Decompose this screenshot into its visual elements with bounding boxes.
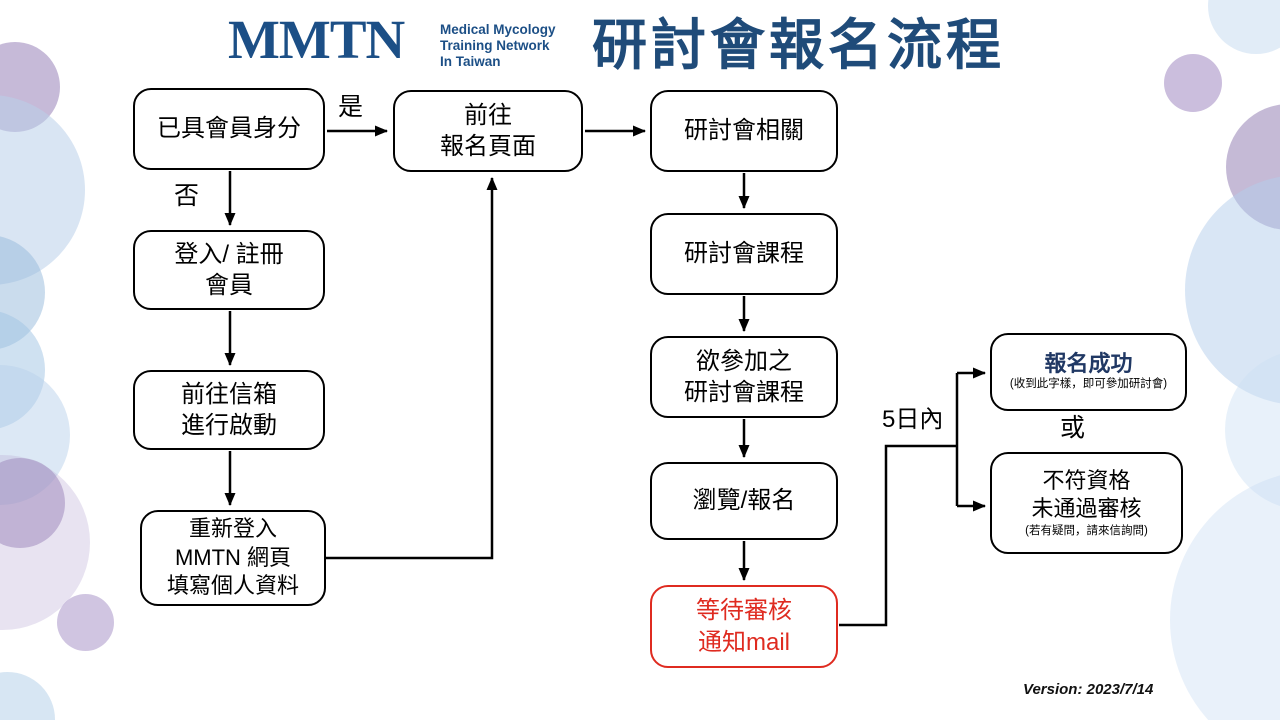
node-seminar-courses: 研討會課程: [650, 213, 838, 295]
node-line: 會員: [205, 272, 253, 299]
node-line: 登入/ 註冊: [174, 240, 284, 268]
page-title: 研討會報名流程: [592, 14, 1006, 76]
node-line: 研討會課程: [684, 240, 804, 268]
node-member-status: 已具會員身分: [133, 88, 325, 170]
node-line: 等待審核: [696, 597, 792, 625]
node-line: 未通過審核: [1031, 496, 1142, 522]
node-browse-register: 瀏覽/報名: [650, 462, 838, 540]
node-line: 進行啟動: [181, 412, 277, 439]
node-line: 瀏覽/報名: [692, 487, 796, 515]
node-mailbox-activation: 前往信箱 進行啟動: [133, 370, 325, 450]
node-line: 研討會課程: [684, 379, 804, 406]
node-not-qualified: 不符資格 未通過審核 (若有疑問，請來信詢問): [990, 452, 1183, 554]
node-login-register: 登入/ 註冊 會員: [133, 230, 325, 310]
logo-subtitle-line: In Taiwan: [440, 54, 501, 70]
node-registration-success: 報名成功 (收到此字樣，即可參加研討會): [990, 333, 1187, 411]
node-line: 不符資格: [1042, 467, 1131, 493]
node-line: 已具會員身分: [157, 115, 301, 143]
node-line: 欲參加之: [696, 347, 792, 375]
background-circle: [1164, 54, 1222, 112]
node-line: 填寫個人資料: [166, 573, 299, 599]
node-note: (若有疑問，請來信詢問): [1025, 524, 1148, 537]
mmtn-logo: MMTN: [228, 9, 405, 70]
edge-label-within-5-days: 5日內: [882, 406, 944, 433]
version-label: Version: 2023/7/14: [1023, 681, 1154, 698]
node-line: 報名成功: [1044, 351, 1133, 377]
node-goto-registration-page: 前往 報名頁面: [393, 90, 583, 172]
edge-label-yes: 是: [338, 93, 364, 121]
node-line: 通知mail: [697, 628, 790, 656]
node-line: 前往信箱: [181, 380, 277, 408]
node-seminar-related: 研討會相關: [650, 90, 838, 172]
node-note: (收到此字樣，即可參加研討會): [1009, 378, 1168, 391]
node-relogin-fill-profile: 重新登入 MMTN 網頁 填寫個人資料: [140, 510, 326, 606]
node-line: MMTN 網頁: [174, 544, 292, 570]
logo-subtitle-line: Medical Mycology: [440, 22, 556, 37]
node-line: 前往: [464, 101, 512, 129]
edge-label-or: 或: [1060, 414, 1086, 442]
logo-subtitle-line: Training Network: [440, 38, 550, 54]
background-circle: [57, 594, 114, 651]
mmtn-logo-subtitle: Medical Mycology Training Network In Tai…: [440, 22, 556, 71]
node-line: 報名頁面: [440, 133, 536, 160]
node-line: 研討會相關: [684, 117, 804, 145]
node-desired-courses: 欲參加之 研討會課程: [650, 336, 838, 418]
edge-label-no: 否: [174, 182, 200, 210]
node-wait-review-mail: 等待審核 通知mail: [650, 585, 838, 668]
node-line: 重新登入: [188, 516, 277, 542]
